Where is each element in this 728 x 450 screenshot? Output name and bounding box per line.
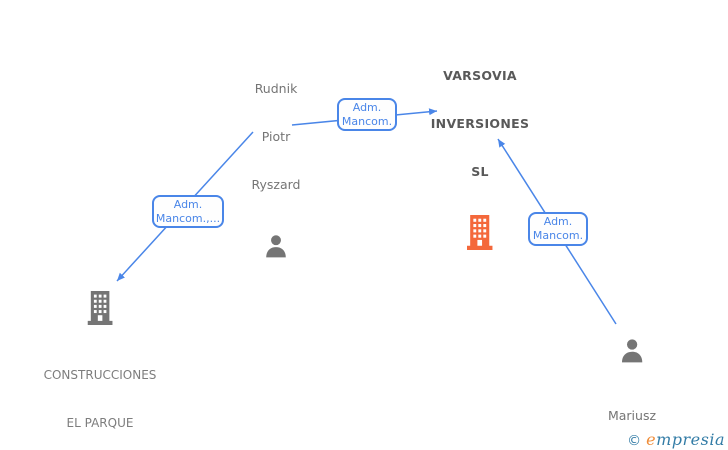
edge-label-mariusz-varsovia[interactable]: Adm. Mancom. xyxy=(528,212,588,246)
node-varsovia-inversiones-sl[interactable]: VARSOVIA INVERSIONES SL xyxy=(431,36,530,254)
edge-label-line: Mancom. xyxy=(532,229,584,242)
edge-label-rudnik-construcciones[interactable]: Adm. Mancom.,... xyxy=(152,195,224,228)
company-name-line: VARSOVIA xyxy=(443,68,517,83)
brand-initial: e xyxy=(646,430,657,449)
building-icon xyxy=(465,215,495,254)
edge-label-line: Adm. xyxy=(173,197,203,211)
company-name-line: SL xyxy=(471,164,489,179)
node-rudnik-piotr-ryszard[interactable]: Rudnik Piotr Ryszard xyxy=(252,49,301,264)
brand-wordmark: empresia xyxy=(646,430,725,449)
edge-label-line: Adm. xyxy=(352,100,382,114)
person-name-line: Ryszard xyxy=(251,177,301,192)
person-name-line: Rudnik xyxy=(254,81,298,96)
person-icon xyxy=(263,233,290,264)
empresia-logo: © empresia xyxy=(627,430,725,449)
company-name-line: CONSTRUCCIONES xyxy=(43,368,157,382)
node-mariusz-oleksiuk-stanislaw[interactable]: Mariusz Oleksiuk Stanislaw xyxy=(602,337,662,450)
edge-label-line: Mancom.,... xyxy=(155,211,221,225)
building-icon xyxy=(86,291,113,329)
node-construcciones-el-parque-newform-sl[interactable]: CONSTRUCCIONES EL PARQUE NEWFORM SL xyxy=(43,291,157,450)
company-name-line: EL PARQUE xyxy=(66,416,134,430)
person-name-line: Mariusz xyxy=(607,408,657,423)
person-icon xyxy=(618,337,646,369)
company-name-line: INVERSIONES xyxy=(430,116,530,131)
brand-rest: mpresia xyxy=(656,430,725,449)
edge-label-rudnik-varsovia[interactable]: Adm. Mancom. xyxy=(337,98,397,131)
edge-label-line: Mancom. xyxy=(341,114,393,128)
copyright-icon: © xyxy=(627,433,642,449)
edge-label-line: Adm. xyxy=(543,215,573,228)
person-name-line: Piotr xyxy=(261,129,291,144)
